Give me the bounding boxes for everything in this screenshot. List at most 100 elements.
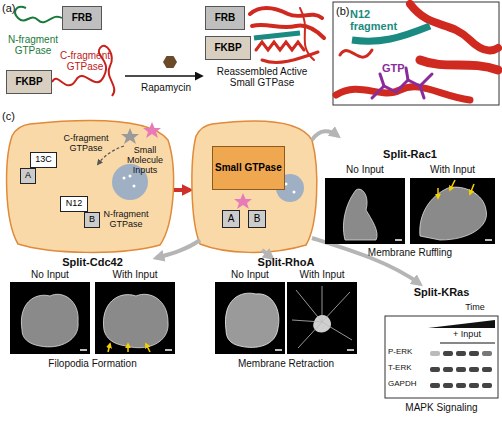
cell-image <box>420 187 487 240</box>
nucleus-dot <box>285 183 288 186</box>
band <box>443 383 453 388</box>
figure-label: Small Molecule Inputs <box>118 146 172 176</box>
band <box>469 383 479 388</box>
node-text: FRB <box>215 13 236 24</box>
figure-label: Membrane Retraction <box>215 358 357 369</box>
figure-label: C-fragment GTPase <box>56 134 116 154</box>
band <box>482 367 492 372</box>
fragment-box: 13C <box>30 152 57 168</box>
figure-label: Split-RhoA <box>215 256 357 268</box>
scale-bar <box>80 349 87 351</box>
band <box>443 367 453 372</box>
figure-label: Membrane Ruffling <box>325 247 495 258</box>
figure-label: With Input <box>95 269 175 280</box>
nucleus-dot <box>133 185 136 188</box>
n12-strand <box>254 33 300 38</box>
protein-ribbon <box>250 8 324 63</box>
band <box>469 351 479 356</box>
figure-label: No Input <box>10 269 90 280</box>
scale-bar <box>165 349 172 351</box>
yellow-arrow <box>146 344 150 352</box>
fragment-box: FKBP <box>6 70 52 94</box>
band <box>469 367 479 372</box>
ribbon-strand <box>252 25 324 38</box>
figure-label: GTP <box>382 62 422 74</box>
node-text: B <box>89 215 95 224</box>
fragment-box: FRB <box>62 6 102 30</box>
c-fragment-chain <box>52 46 114 96</box>
output-arrow <box>312 131 338 140</box>
band <box>456 367 466 372</box>
yellow-arrow <box>437 188 439 198</box>
cell-image <box>225 293 278 347</box>
yellow-arrow <box>127 344 129 352</box>
retraction-fibers <box>292 286 352 348</box>
figure-label: N-fragment GTPase <box>94 210 158 230</box>
nucleus-dot <box>293 191 296 194</box>
node-text: FKBP <box>214 43 241 54</box>
ribbon-strand <box>250 8 322 18</box>
small-molecule-star <box>121 128 139 144</box>
input-bar <box>440 343 495 344</box>
nucleus-dot <box>123 177 126 180</box>
node-text: FKBP <box>15 77 42 88</box>
micrograph <box>95 282 175 354</box>
node-text: Small GTPase <box>215 163 282 174</box>
figure-label: C-fragment GTPase <box>56 50 114 72</box>
band <box>456 383 466 388</box>
figure-label: T-ERK <box>388 364 428 373</box>
time-wedge <box>428 320 495 328</box>
blot-frame <box>385 316 498 398</box>
node-text: N12 <box>66 199 83 208</box>
figure-label: Split-KRas <box>385 286 498 298</box>
fragment-box: Small GTPase <box>212 146 285 190</box>
figure-label: With Input <box>287 269 357 280</box>
fragment-box: A <box>20 168 36 184</box>
rapamycin-hexagon <box>163 56 177 68</box>
fragment-box: FKBP <box>205 36 251 60</box>
figure-label: Rapamycin <box>128 82 204 93</box>
n-fragment-chain <box>15 7 62 22</box>
figure-label: P-ERK <box>388 348 428 357</box>
micrograph <box>325 178 405 244</box>
zoom-ribbon <box>336 4 498 100</box>
micrograph <box>410 178 495 244</box>
fragment-box: B <box>84 212 100 228</box>
fragment-box: FRB <box>205 6 245 30</box>
node-text: A <box>228 214 235 225</box>
figure-label: Filopodia Formation <box>10 358 175 369</box>
band <box>456 351 466 356</box>
fragment-box: A <box>222 210 240 228</box>
figure-label: N-fragment GTPase <box>4 34 62 56</box>
fragment-box: B <box>248 210 266 228</box>
fragment-box: N12 <box>60 196 88 212</box>
blot-bands <box>430 351 492 388</box>
micrograph <box>215 282 285 354</box>
reaction-arrow <box>125 75 202 77</box>
micrograph <box>287 282 357 354</box>
band <box>430 383 440 388</box>
figure-label: Split-Rac1 <box>325 148 495 160</box>
cell-outline <box>192 121 317 252</box>
figure-label: (a) <box>2 2 32 14</box>
band <box>482 351 492 356</box>
cell-image <box>21 294 78 347</box>
small-molecule-star <box>234 193 252 209</box>
cell-outline <box>7 121 174 253</box>
figure-label: (c) <box>2 110 32 122</box>
node-text: B <box>254 214 261 225</box>
node-text: A <box>25 171 31 180</box>
micrograph <box>10 282 90 354</box>
nucleus-dot <box>129 175 132 178</box>
ribbon-loop <box>340 50 372 57</box>
yellow-arrow <box>450 180 455 190</box>
figure-label: Split-Cdc42 <box>10 256 175 268</box>
node-text: 13C <box>35 155 52 164</box>
band <box>482 383 492 388</box>
output-arrows <box>156 131 420 284</box>
red-arrow <box>174 188 190 192</box>
ribbon-loop <box>300 8 314 60</box>
cell-image <box>103 294 168 347</box>
ribbon-helix <box>256 42 304 50</box>
